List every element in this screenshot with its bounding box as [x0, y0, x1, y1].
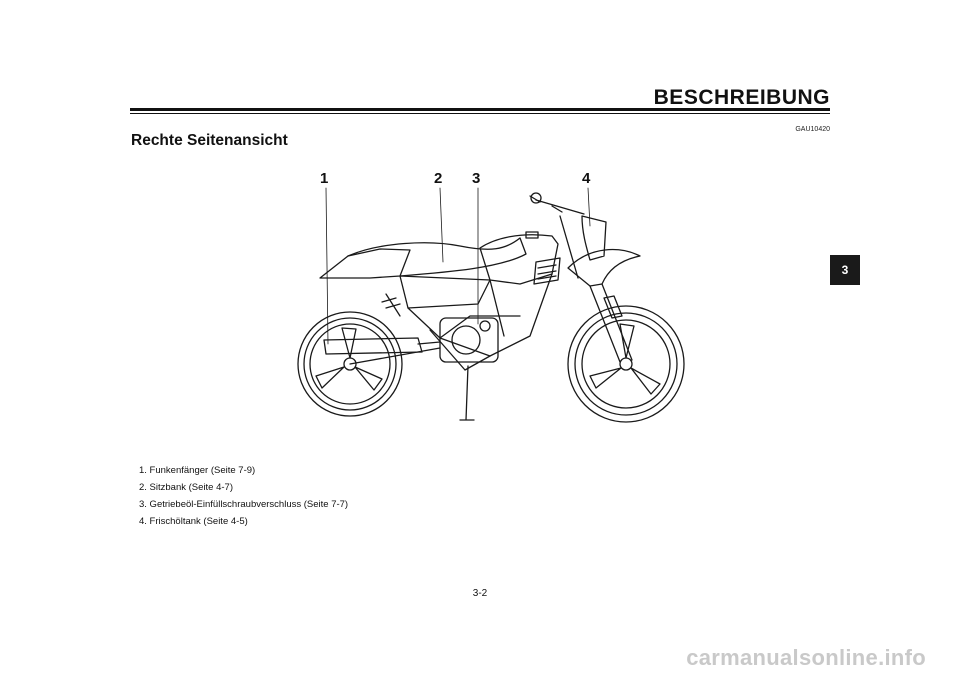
side-cover — [399, 275, 491, 309]
section-title: Rechte Seitenansicht — [131, 132, 288, 149]
legend-item: 3. Getriebeöl-Einfüllschraubverschluss (… — [139, 499, 349, 510]
engine — [439, 317, 499, 363]
front-fender — [567, 248, 641, 287]
chapter-tab[interactable]: 3 — [830, 255, 860, 285]
legend-item: 4. Frischöltank (Seite 4-5) — [139, 516, 248, 527]
number-plate — [581, 215, 607, 261]
fuel-tank — [479, 234, 559, 285]
header-rule-thin — [130, 113, 830, 114]
callout-4: 4 — [582, 170, 591, 187]
rear-wheel — [297, 311, 403, 417]
rear-shock — [381, 293, 401, 317]
swing-arm — [349, 347, 441, 365]
page-number: 3-2 — [472, 588, 488, 599]
chapter-title: BESCHREIBUNG — [653, 86, 830, 109]
header-rule-thick — [130, 108, 830, 111]
front-forks — [589, 283, 633, 363]
front-wheel — [567, 305, 685, 423]
legend-item: 2. Sitzbank (Seite 4-7) — [139, 482, 233, 493]
muffler — [323, 337, 423, 355]
reference-code: GAU10420 — [795, 126, 830, 133]
callout-1: 1 — [320, 170, 329, 187]
motorcycle-illustration — [297, 187, 685, 423]
legend-list: 1. Funkenfänger (Seite 7-9) 2. Sitzbank … — [139, 462, 348, 530]
handlebar — [529, 195, 585, 215]
callout-3: 3 — [472, 170, 481, 187]
legend-item: 1. Funkenfänger (Seite 7-9) — [139, 465, 256, 476]
kickstand — [459, 365, 475, 421]
rear-fender — [319, 248, 411, 279]
footer-watermark[interactable]: carmanualsonline.info — [686, 645, 926, 670]
callout-4-leader — [587, 187, 591, 227]
seat — [347, 237, 527, 277]
motorcycle-figure: 1 2 3 4 — [290, 166, 700, 430]
callout-2-leader — [439, 187, 444, 263]
callout-2: 2 — [434, 170, 443, 187]
callout-1-leader — [325, 187, 329, 345]
chapter-tab-number: 3 — [841, 263, 849, 277]
